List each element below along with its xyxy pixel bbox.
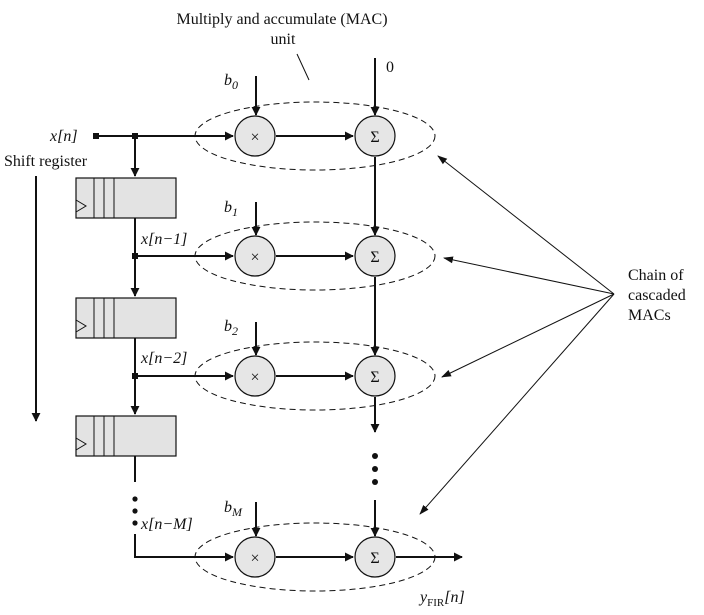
chain-pointer-2 <box>441 293 615 378</box>
svg-text:Σ: Σ <box>370 369 379 386</box>
shift-register-label: Shift register <box>4 153 88 170</box>
multiplier-node-0: × <box>234 115 276 157</box>
svg-text:×: × <box>250 369 259 386</box>
chain-label-line-2: cascaded <box>628 287 686 304</box>
register-dot <box>132 508 138 514</box>
svg-text:×: × <box>250 129 259 146</box>
chain-pointer-M <box>419 293 615 515</box>
chain-label-line-3: MACs <box>628 307 671 324</box>
shift-register-stage-1 <box>75 177 177 219</box>
coef-label-M: bM <box>224 499 243 519</box>
register-dot <box>132 496 138 502</box>
chain-pointer-1 <box>443 256 615 295</box>
shift-register-stage-3 <box>75 415 177 457</box>
coef-label-1: b1 <box>224 199 238 219</box>
coef-label-2: b2 <box>224 318 238 338</box>
tap-label-M: x[n−M] <box>140 516 193 533</box>
svg-text:Σ: Σ <box>370 550 379 567</box>
mac-unit-outline-2 <box>194 341 436 411</box>
tap-junction-2 <box>132 373 138 379</box>
adder-node-0: Σ <box>354 115 396 157</box>
tap-label-2: x[n−2] <box>140 350 187 367</box>
tap-label-1: x[n−1] <box>140 231 187 248</box>
register-dot <box>132 520 138 526</box>
chain-label-line-1: Chain of <box>628 267 684 284</box>
adder-node-1: Σ <box>354 235 396 277</box>
multiplier-node-M: × <box>234 536 276 578</box>
zero-input-label: 0 <box>386 59 394 76</box>
title-pointer <box>296 53 310 81</box>
multiplier-node-2: × <box>234 355 276 397</box>
adder-node-M: Σ <box>354 536 396 578</box>
wire-tap-M <box>134 534 234 562</box>
tap-junction-1 <box>132 253 138 259</box>
title-line-1: Multiply and accumulate (MAC) <box>176 11 387 28</box>
acc-dot <box>372 479 378 485</box>
input-junction <box>132 133 138 139</box>
input-label: x[n] <box>49 128 78 145</box>
chain-pointer-0 <box>437 155 615 295</box>
title-line-2: unit <box>271 31 296 48</box>
mac-unit-outline-1 <box>194 221 436 291</box>
acc-dot <box>372 453 378 459</box>
output-label: yFIR[n] <box>418 589 465 609</box>
svg-text:Σ: Σ <box>370 249 379 266</box>
coef-label-0: b0 <box>224 72 238 92</box>
mac-unit-outline-0 <box>194 101 436 171</box>
svg-text:Σ: Σ <box>370 129 379 146</box>
multiplier-node-1: × <box>234 235 276 277</box>
input-terminal <box>93 133 99 139</box>
shift-register-stage-2 <box>75 297 177 339</box>
acc-dot <box>372 466 378 472</box>
svg-text:×: × <box>250 249 259 266</box>
svg-text:×: × <box>250 550 259 567</box>
adder-node-2: Σ <box>354 355 396 397</box>
